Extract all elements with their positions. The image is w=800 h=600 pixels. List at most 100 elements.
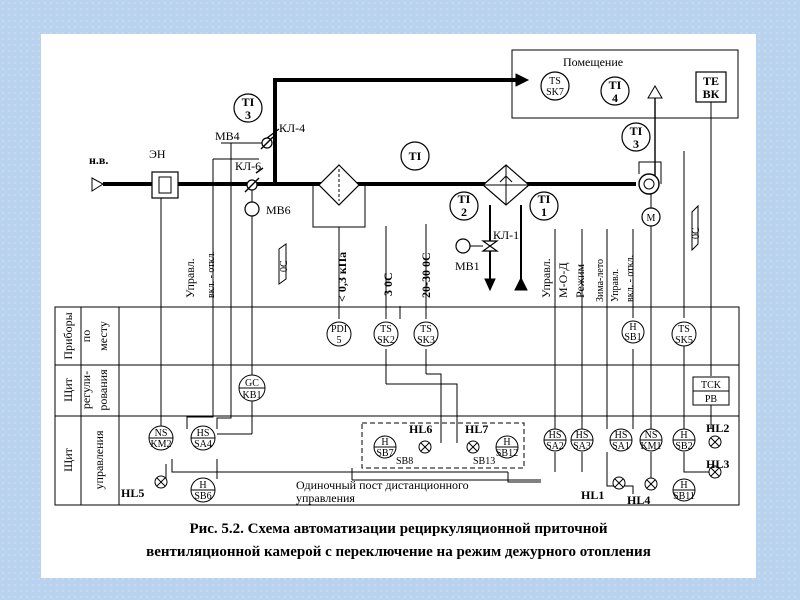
vlabel-dp: < 0,3 кПа [335, 252, 349, 302]
tck-pb-top: TCK [701, 380, 722, 391]
valve-kl4-label: КЛ-4 [279, 121, 305, 135]
vlabel-vkl-otkl1: вкл. - откл. [206, 251, 217, 298]
automation-diagram: н.в. ЭН Помещение МВ4 КЛ-4 КЛ-6 МВ6 КЛ-1… [54, 49, 740, 507]
ts-sk7-bottom: SK7 [546, 87, 564, 98]
lamp-hl4 [644, 477, 658, 491]
panel-grid [54, 306, 740, 506]
te-vk-top: TE [703, 74, 719, 88]
ts-sk5-bottom: SK5 [675, 335, 693, 346]
ns-km1-top: NS [645, 430, 658, 441]
pdi5-top: PDI [331, 324, 347, 335]
hl5-label: HL5 [121, 486, 144, 500]
h-sb12-top: H [503, 437, 510, 448]
h-sb7-bottom: SB7 [376, 448, 393, 459]
vlabel-zero-c2: 0С [691, 227, 702, 239]
figure-caption-line1: Рис. 5.2. Схема автоматизации рециркуляц… [189, 521, 608, 537]
actuator-mv1 [455, 238, 471, 254]
figure-caption-line2: вентиляционной камерой с переключение на… [146, 544, 651, 560]
vlabel-vkl-otkl2: вкл. - откл. [625, 255, 636, 302]
valve-kl1-label: КЛ-1 [493, 228, 519, 242]
ns-km2-bottom: KM2 [150, 439, 171, 450]
valve-mv1-label: МВ1 [455, 259, 480, 273]
ns-km2-top: NS [155, 428, 168, 439]
lamp-hl3 [708, 465, 722, 479]
sb13-label: SB13 [473, 456, 495, 467]
ti3-right-bottom: 3 [633, 137, 639, 151]
h-sb2-bottom: SB2 [675, 441, 692, 452]
recirc-arrow [515, 73, 530, 87]
supply-arrow [647, 85, 663, 99]
valve-kl1 [481, 240, 499, 252]
lamp-hl7 [466, 440, 480, 454]
ti-mid: TI [409, 149, 422, 163]
room-box [511, 49, 739, 119]
vlabel-rezhim: Режим [573, 263, 587, 298]
row-ctrl-2: управления [92, 430, 106, 489]
ti2-bottom: 2 [461, 205, 467, 219]
row-ctrl-1: Щит [61, 447, 75, 472]
ts-sk2-top: TS [380, 324, 392, 335]
vlabel-upravl2: Управл. [539, 258, 553, 298]
valve-kl6-label: КЛ-6 [235, 159, 261, 173]
hs-sa3-top: HS [576, 430, 589, 441]
ti3-left-bottom: 3 [245, 108, 251, 122]
lamp-hl5 [154, 475, 168, 489]
hs-sa1-bottom: SA1 [612, 441, 630, 452]
tck-pb-bottom: PB [705, 394, 718, 405]
h-sb1-top: H [629, 322, 636, 333]
hl7-label: HL7 [465, 422, 488, 436]
actuator-mv6 [244, 201, 260, 217]
ts-sk2-bottom: SK2 [377, 335, 395, 346]
ti1-top: TI [538, 192, 551, 206]
pdi5-bottom: 5 [337, 335, 342, 346]
fan [638, 173, 660, 195]
row-local-3: месту [96, 321, 110, 351]
h-sb6-top: H [199, 480, 206, 491]
row-reg-1: Щит [61, 377, 75, 402]
ts-sk3-bottom: SK3 [417, 335, 435, 346]
vlabel-zero-c1: 0С [279, 260, 290, 272]
row-local-2: по [79, 330, 93, 342]
vlabel-t3c: 3 0С [381, 272, 395, 296]
vlabel-zima-leto: Зима-лето [595, 259, 606, 302]
remote-post-line2: управления [296, 491, 355, 505]
hl6-label: HL6 [409, 422, 432, 436]
motor-label: M [647, 213, 656, 224]
hl4-label: HL4 [627, 493, 650, 507]
room-label: Помещение [563, 55, 623, 69]
ti3-left-top: TI [242, 95, 255, 109]
row-reg-3: рования [96, 369, 110, 411]
hl3-label: HL3 [706, 457, 729, 471]
sb8-label: SB8 [396, 456, 413, 467]
ti4-bottom: 4 [612, 91, 618, 105]
te-vk-bottom: ВК [703, 87, 720, 101]
remote-post-box [361, 422, 525, 469]
h-sb1-bottom: SB1 [624, 332, 641, 343]
hl2-label: HL2 [706, 421, 729, 435]
ts-sk7-top: TS [549, 76, 561, 87]
valve-mv4-label: МВ4 [215, 129, 240, 143]
inlet-label: н.в. [89, 153, 108, 167]
vlabel-upravl3: Управл. [610, 269, 621, 302]
h-sb6-bottom: SB6 [194, 491, 211, 502]
ts-sk5-top: TS [678, 324, 690, 335]
h-sb11-top: H [680, 480, 687, 491]
h-sb11-bottom: SB11 [673, 491, 695, 502]
gc-kb1-bottom: KB1 [243, 390, 262, 401]
valve-mv6-label: МВ6 [266, 203, 291, 217]
remote-post-line1: Одиночный пост дистанционного [296, 478, 469, 492]
row-reg-2: регули- [79, 371, 93, 409]
lamp-hl1 [612, 476, 626, 490]
vlabel-t2030: 20-30 0С [419, 252, 433, 298]
ns-km1-bottom: KM1 [640, 441, 661, 452]
ts-sk3-top: TS [420, 324, 432, 335]
slide: н.в. ЭН Помещение МВ4 КЛ-4 КЛ-6 МВ6 КЛ-1… [41, 34, 756, 578]
gc-kb1-top: GC [245, 378, 259, 389]
ti1-bottom: 1 [541, 205, 547, 219]
lamp-hl6 [418, 440, 432, 454]
hl1-label: HL1 [581, 488, 604, 502]
hs-sa2-top: HS [549, 430, 562, 441]
hs-sa2-bottom: SA2 [546, 441, 564, 452]
inlet-arrow [91, 177, 104, 192]
recirculation-duct [273, 78, 516, 182]
